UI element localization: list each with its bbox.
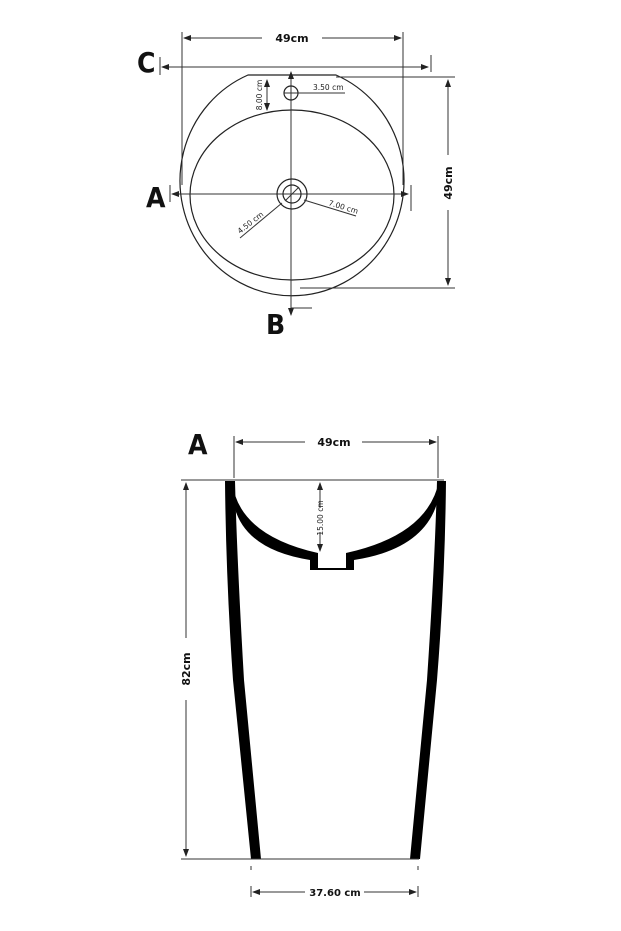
drain-inner — [282, 184, 302, 204]
section-marker-c: C — [137, 46, 155, 79]
pedestal-right-wall — [410, 481, 446, 859]
bowl-depth-label: 15.00 cm — [316, 500, 325, 535]
drain-cross — [284, 186, 300, 202]
drain-outer-label: 7.00 cm — [327, 198, 359, 216]
height-label: 82cm — [180, 652, 193, 685]
drain-radius-label: 4.50 cm — [236, 210, 266, 236]
side-section-view: A 49cm 82cm 15.00 cm 37.60 cm — [180, 428, 446, 899]
drain-outer — [276, 178, 308, 210]
section-marker-a: A — [146, 181, 166, 214]
drain-opening — [318, 556, 346, 566]
section-label-a: A — [188, 428, 208, 461]
basin-inner-bowl — [189, 109, 395, 281]
section-marker-b: B — [266, 308, 285, 341]
drain-outer-leader — [303, 199, 357, 217]
drain-radius-leader — [239, 202, 283, 239]
side-top-width-label: 49cm — [317, 436, 350, 449]
bowl-section — [232, 481, 440, 570]
top-view: 49cm C 49cm B A 3.50 cm 8.00 cm — [137, 32, 455, 341]
tap-hole-diameter-label: 3.50 cm — [313, 83, 344, 92]
pedestal-left-wall — [225, 481, 261, 859]
tap-hole-offset-label: 8.00 cm — [255, 80, 264, 111]
base-width-label: 37.60 cm — [309, 888, 360, 899]
basin-outer-rim — [179, 74, 405, 297]
top-width-label: 49cm — [275, 32, 308, 45]
depth-label: 49cm — [442, 166, 455, 199]
